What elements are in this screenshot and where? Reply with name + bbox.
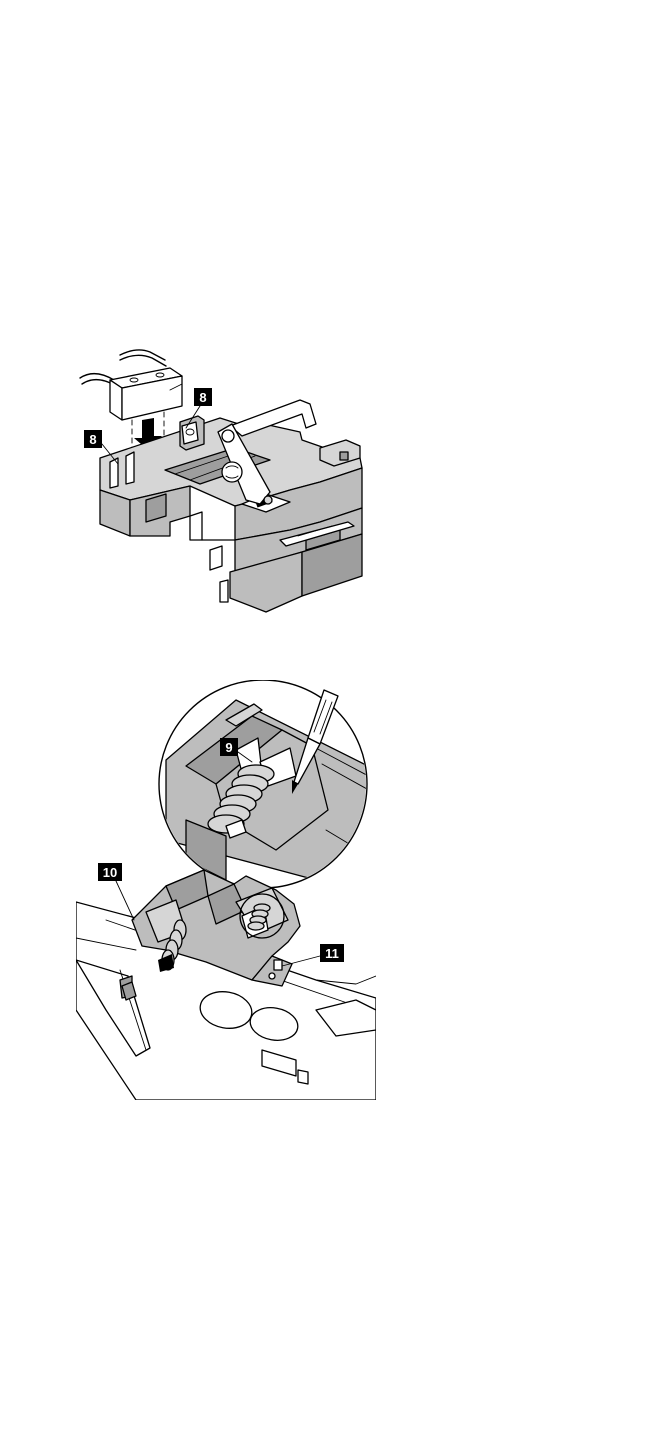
magnified-detail: 9 (159, 680, 376, 900)
callout-label: 8 (199, 390, 206, 405)
callout-11: 11 (282, 944, 344, 966)
spring-removal-drawing: 9 (76, 680, 376, 1100)
callout-label: 10 (103, 865, 117, 880)
spring-removal-illustration: 9 (76, 680, 376, 1100)
callout-label: 8 (89, 432, 96, 447)
microswitch (110, 368, 182, 420)
callout-label: 11 (325, 946, 339, 961)
switch-assembly-illustration: 8 8 (70, 340, 380, 620)
switch-assembly-drawing: 8 8 (70, 340, 380, 620)
bracket-assembly (76, 870, 376, 1100)
callout-label: 9 (225, 740, 232, 755)
